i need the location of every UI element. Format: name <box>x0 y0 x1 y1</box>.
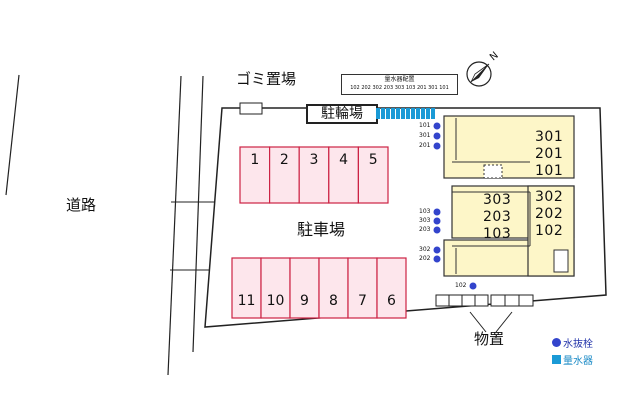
parking-space <box>298 146 330 204</box>
hydrant-dot <box>433 132 441 140</box>
parking-space <box>347 257 378 319</box>
parking-space-number: 2 <box>279 152 289 168</box>
parking-space-number: 8 <box>329 293 338 309</box>
parking-label: 駐車場 <box>297 220 346 239</box>
meter-arrangement-box: 量水器配置 102 202 302 203 303 103 201 301 10… <box>341 74 458 95</box>
water-meter-row <box>376 108 435 119</box>
unit-number: 303 <box>483 192 512 208</box>
parking-row-bottom <box>231 257 407 319</box>
stair-area <box>483 164 503 179</box>
storage-shed-right <box>490 294 534 307</box>
storage-pointer <box>469 311 487 333</box>
valve-label: 101 <box>419 122 431 129</box>
hydrant-dot <box>433 226 441 234</box>
water-meter-mark <box>376 108 380 119</box>
unit-number: 301 <box>535 129 564 145</box>
hydrant-dot <box>433 122 441 130</box>
valve-label: 202 <box>419 255 431 262</box>
valve-label: 201 <box>419 142 431 149</box>
parking-space-number: 6 <box>387 293 396 309</box>
valve-label: 102 <box>455 282 467 289</box>
unit-number: 302 <box>535 189 564 205</box>
garbage-area <box>239 102 263 115</box>
valve-label: 303 <box>419 217 431 224</box>
hydrant-dot <box>469 282 477 290</box>
stair-area <box>553 249 569 273</box>
legend-hydrant: 水抜栓 <box>552 335 593 350</box>
north-arrow-icon <box>466 61 492 87</box>
parking-space-number: 10 <box>266 293 285 309</box>
hydrant-icon <box>552 338 561 347</box>
unit-number: 102 <box>535 223 564 239</box>
parking-space <box>289 257 320 319</box>
water-meter-mark <box>421 108 425 119</box>
water-meter-mark <box>416 108 420 119</box>
hydrant-dot <box>433 142 441 150</box>
parking-row-top <box>239 146 389 204</box>
legend-water-meter: 量水器 <box>552 352 593 367</box>
valve-label: 301 <box>419 132 431 139</box>
parking-space-number: 11 <box>237 293 256 309</box>
parking-space <box>269 146 300 204</box>
storage-label: 物置 <box>474 330 505 348</box>
apartment-building <box>443 115 575 277</box>
water-meter-mark <box>406 108 410 119</box>
parking-space-number: 3 <box>309 152 319 168</box>
north-block <box>443 115 575 179</box>
hydrants <box>433 122 477 290</box>
unit-number: 203 <box>483 209 512 225</box>
unit-number: 202 <box>535 206 564 222</box>
water-meter-icon <box>552 355 561 364</box>
meter-arrangement-title: 量水器配置 <box>384 76 415 83</box>
water-meter-mark <box>381 108 385 119</box>
storage-pointer <box>495 311 513 333</box>
bicycle-parking-label: 駐輪場 <box>306 104 378 124</box>
water-meter-mark <box>426 108 430 119</box>
road-label: 道路 <box>66 196 97 214</box>
parking-space <box>318 257 349 319</box>
parking-space <box>357 146 389 204</box>
parking-space-number: 5 <box>368 152 378 168</box>
water-meter-mark <box>431 108 435 119</box>
unit-number: 201 <box>535 146 564 162</box>
garbage-area-label: ゴミ置場 <box>236 70 297 88</box>
hydrant-dot <box>433 208 441 216</box>
water-meter-mark <box>391 108 395 119</box>
parking-space <box>328 146 359 204</box>
legend-water-meter-label: 量水器 <box>563 356 593 367</box>
parking-space-number: 4 <box>339 152 349 168</box>
valve-label: 302 <box>419 246 431 253</box>
road-edge-line <box>167 75 182 376</box>
storage-sheds <box>435 294 534 333</box>
parking-space-number: 7 <box>358 293 367 309</box>
parking-space <box>239 146 271 204</box>
hydrant-dot <box>433 255 441 263</box>
valve-label: 103 <box>419 208 431 215</box>
parking-space-number: 9 <box>300 293 309 309</box>
hydrant-dot <box>433 217 441 225</box>
unit-number: 103 <box>483 226 512 242</box>
hydrant-dot <box>433 246 441 254</box>
water-meter-mark <box>386 108 390 119</box>
parking-space-number: 1 <box>250 152 260 168</box>
road-edge-line <box>192 75 204 353</box>
road-edge-line <box>5 74 20 196</box>
parking-space <box>376 257 407 319</box>
parking-space <box>260 257 291 319</box>
water-meter-mark <box>411 108 415 119</box>
parking-space <box>231 257 262 319</box>
water-meter-mark <box>401 108 405 119</box>
water-meter-mark <box>396 108 400 119</box>
meter-arrangement-order: 102 202 302 203 303 103 201 301 101 <box>350 85 449 91</box>
legend-hydrant-label: 水抜栓 <box>563 339 593 350</box>
unit-number: 101 <box>535 163 564 179</box>
valve-label: 203 <box>419 226 431 233</box>
